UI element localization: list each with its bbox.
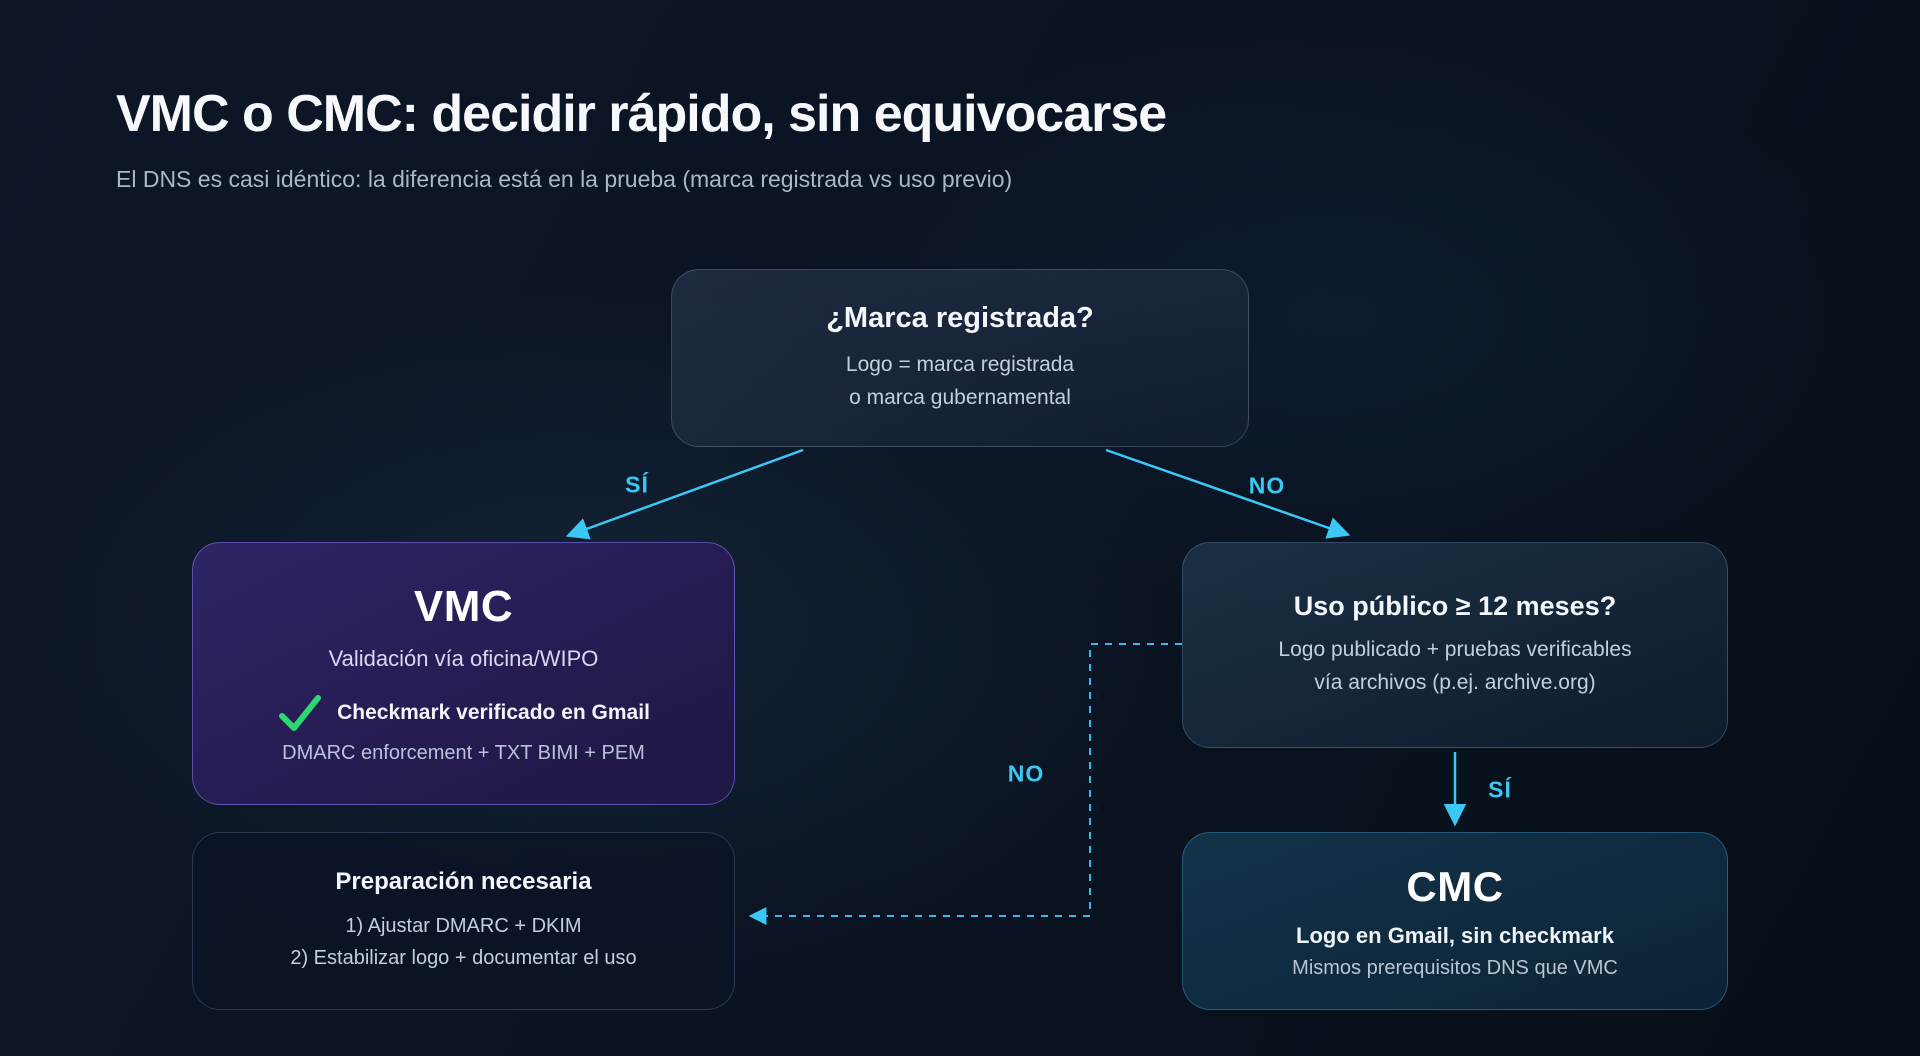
node-title: ¿Marca registrada? [826, 301, 1094, 334]
flow-node-preparacion: Preparación necesaria 1) Ajustar DMARC +… [192, 832, 735, 1010]
node-title: Preparación necesaria [335, 868, 592, 895]
vmc-check-row: Checkmark verificado en Gmail [277, 692, 650, 734]
vmc-title: VMC [413, 582, 514, 631]
node-line: 1) Ajustar DMARC + DKIM [345, 915, 582, 937]
cmc-line2: Mismos prerequisitos DNS que VMC [1292, 956, 1618, 979]
node-line: Logo publicado + pruebas verificables [1278, 637, 1632, 661]
page-title: VMC o CMC: decidir rápido, sin equivocar… [116, 85, 1167, 143]
node-line: vía archivos (p.ej. archive.org) [1314, 670, 1596, 694]
page-subtitle: El DNS es casi idéntico: la diferencia e… [116, 166, 1013, 192]
edge-label-no-mid: NO [1007, 760, 1045, 787]
flow-node-vmc: VMC Validación vía oficina/WIPO Checkmar… [192, 542, 735, 805]
node-line: 2) Estabilizar logo + documentar el uso [290, 947, 637, 969]
node-line: Logo = marca registrada [845, 352, 1075, 376]
node-title: Uso público ≥ 12 meses? [1293, 590, 1617, 621]
vmc-check-label: Checkmark verificado en Gmail [337, 701, 650, 724]
flow-node-uso-publico: Uso público ≥ 12 meses? Logo publicado +… [1182, 542, 1728, 748]
edge-label-si-down: SÍ [1488, 776, 1512, 803]
vmc-subtitle: Validación vía oficina/WIPO [328, 646, 599, 671]
edge-label-si-left: SÍ [625, 471, 649, 498]
node-line: o marca gubernamental [849, 385, 1071, 409]
cmc-title: CMC [1406, 862, 1504, 910]
edge-label-no-right: NO [1248, 472, 1286, 499]
vmc-footer: DMARC enforcement + TXT BIMI + PEM [282, 742, 645, 764]
cmc-line1: Logo en Gmail, sin checkmark [1296, 922, 1614, 948]
flow-node-marca-registrada: ¿Marca registrada? Logo = marca registra… [671, 269, 1249, 447]
green-checkmark-icon [277, 692, 323, 734]
flow-node-cmc: CMC Logo en Gmail, sin checkmark Mismos … [1182, 832, 1728, 1010]
